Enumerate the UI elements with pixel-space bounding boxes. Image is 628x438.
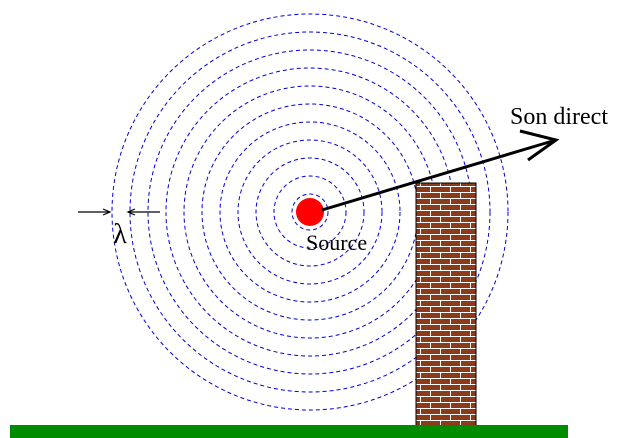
direct-sound-arrow (321, 129, 560, 212)
ground-bar (10, 425, 568, 438)
direct-sound-label: Son direct (510, 104, 608, 130)
wavelength-label: λ (113, 219, 127, 250)
brick-wall (415, 182, 477, 427)
source-label: Source (306, 230, 367, 255)
wavefront-circle (219, 121, 401, 303)
wavefront-circle (291, 193, 329, 231)
sound-source-dot (296, 198, 324, 226)
wavefront-circle (237, 139, 383, 285)
wavefront-circle (255, 157, 365, 267)
wavelength-marker (78, 208, 160, 216)
wavefront-circle (273, 175, 347, 249)
wavefront-circle (111, 13, 509, 411)
wavefront-circle (129, 31, 491, 393)
